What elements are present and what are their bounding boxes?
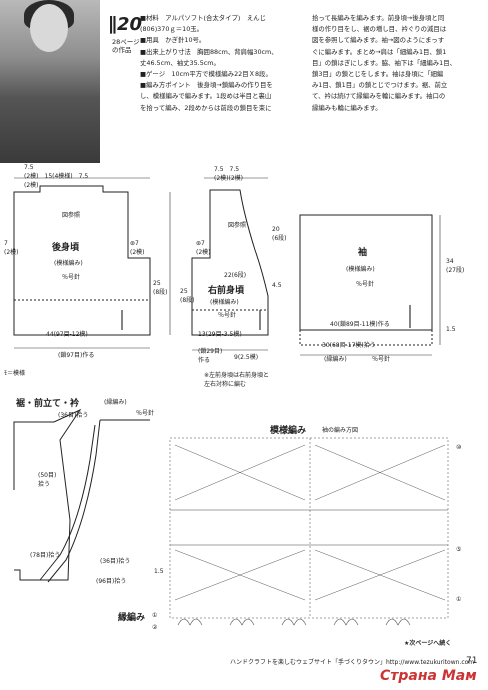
- front-width: 13(29目-3.5模): [198, 331, 242, 338]
- chart-edge-row-1: ①: [152, 612, 158, 619]
- footer-site: ハンドクラフトを楽しむウェブサイト「手づくりタウン」http://www.tez…: [230, 659, 475, 666]
- front-needle: ％号針: [218, 312, 237, 319]
- front-extra: 9(2.5模): [234, 354, 259, 361]
- pattern-number: ∥20: [108, 14, 143, 35]
- border-needle: ％号針: [136, 410, 155, 417]
- back-shoulder-note: 図参照: [62, 212, 81, 219]
- instructions-right: 拾って長編みを編みます。前身頃→後身頃と同 様の作り目をし、裾の増し目、衿ぐりの…: [312, 14, 457, 112]
- page-reference: 28ページ の作品: [112, 38, 140, 54]
- front-neck-height: 20 (6段): [272, 226, 287, 242]
- pattern-abbrev-note: ﾓ＝模様: [4, 370, 26, 377]
- border-pick-1: (36目)拾う: [58, 412, 89, 419]
- border-pick-5: (96目)拾う: [96, 578, 127, 585]
- model-photo: [0, 0, 100, 163]
- back-width: 44(97目-12模): [46, 331, 88, 338]
- border-pick-4: (36目)拾う: [100, 558, 131, 565]
- sleeve-sub: (模様編み): [346, 266, 375, 273]
- model-face: [30, 4, 68, 52]
- front-left-height: ⊛7 (2模): [196, 240, 211, 256]
- back-right-height: ⊛7 (2模): [130, 240, 145, 256]
- border-pick-2: (50目) 拾う: [38, 472, 57, 488]
- chart-row-5: ⑤: [456, 546, 462, 553]
- back-needle: ％号針: [62, 274, 81, 281]
- instructions-left: ■材料 アルパソフト(合太タイプ) えんじ (806)370ｇ＝10玉。 ■用具…: [140, 14, 278, 112]
- back-sub: (模様編み): [54, 260, 83, 267]
- sleeve-cuff-width: 30(68目-17模)拾う: [322, 342, 376, 349]
- chart-row-1: ①: [456, 596, 462, 603]
- border-title: 裾・前立て・衿: [16, 399, 80, 409]
- back-chain: (鎖97目)作る: [58, 352, 95, 359]
- chart-title: 模様編み: [270, 426, 307, 436]
- chart-edge-label: 縁編み: [118, 613, 146, 623]
- sleeve-height: 34 (27段): [446, 258, 465, 274]
- back-title: 後身頃: [52, 243, 80, 253]
- front-shoulder-note: 図参照: [228, 222, 247, 229]
- sleeve-title: 袖: [358, 248, 368, 258]
- sleeve-cuff-title: (縁編み): [324, 356, 347, 363]
- watermark-logo: Страна Мам: [380, 668, 477, 684]
- front-chain: (鎖29目) 作る: [198, 348, 223, 364]
- back-left-height: 7 (2模): [4, 240, 19, 256]
- back-body-outline: [13, 185, 151, 336]
- sleeve-needle: ％号針: [356, 281, 375, 288]
- border-sub: (縁編み): [104, 399, 127, 406]
- front-sub: (模様編み): [210, 299, 239, 306]
- border-pick-3: (78目)拾う: [30, 552, 61, 559]
- chart-row-10: ⑩: [456, 444, 462, 451]
- back-body-height: 25 (8段): [153, 280, 168, 296]
- sleeve-cuff-height: 1.5: [446, 326, 456, 333]
- front-body-outline: [191, 189, 269, 336]
- page-number: 71: [466, 656, 478, 666]
- sleeve-cuff-needle: ％号針: [372, 356, 391, 363]
- front-body-height: 25 (8段): [180, 288, 195, 304]
- back-top-dims: 7.5 (2模) 15(4模様) 7.5 (2模): [24, 164, 89, 189]
- border-outline: [13, 408, 82, 581]
- front-mirror-note: ※左前身頃は右前身頃と 左右対称に編む: [204, 372, 270, 388]
- front-title: 右前身頃: [208, 286, 245, 296]
- front-increase: 22(6段): [224, 272, 247, 279]
- continue-note: ★次ページへ続く: [404, 640, 452, 647]
- chart-subtitle: 袖の編み方図: [322, 427, 359, 434]
- front-side: 4.5: [272, 282, 282, 289]
- front-top-dims: 7.5 7.5 (2模)(2模): [214, 166, 243, 182]
- border-fold: 1.5: [154, 568, 164, 575]
- sleeve-width: 40(鎖89目-11模)作る: [330, 321, 390, 328]
- chart-edge-row-2: ②: [152, 624, 158, 631]
